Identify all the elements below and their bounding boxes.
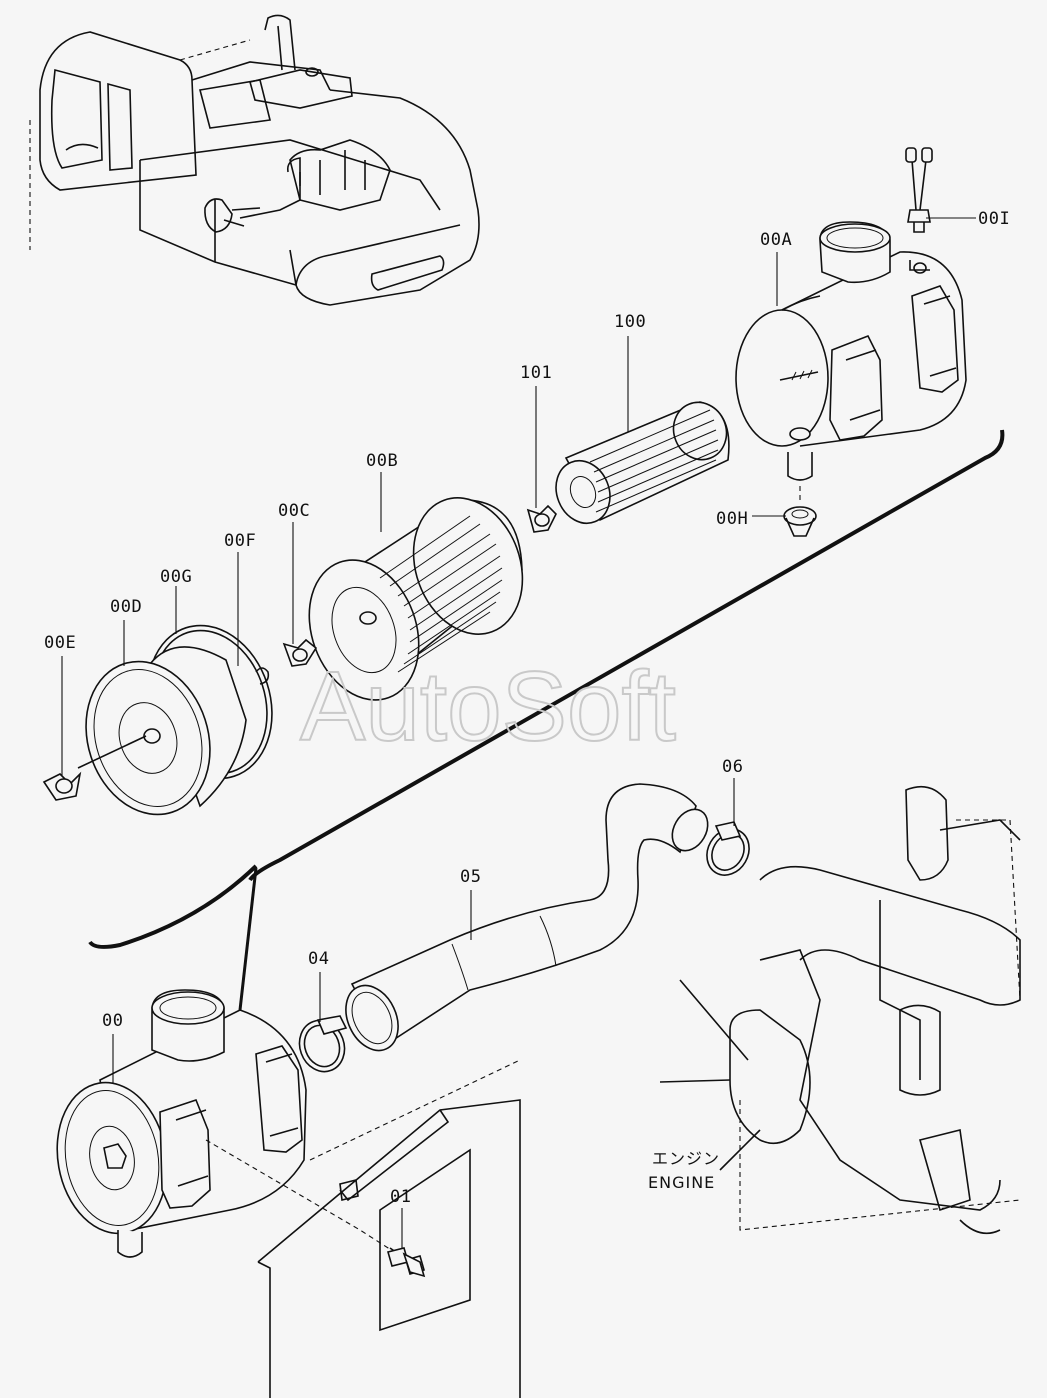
- label-05: 05: [460, 867, 481, 887]
- label-00I: 00I: [978, 209, 1010, 229]
- label-00D: 00D: [110, 597, 142, 617]
- hose-clamp-04: [298, 1015, 348, 1073]
- cover-00D: [77, 646, 247, 816]
- label-00C: 00C: [278, 501, 310, 521]
- bolt-01: [387, 1247, 426, 1278]
- callout-divider: [88, 429, 1005, 1011]
- engine-caption-en: ENGINE: [648, 1173, 715, 1192]
- main-element-00B: [308, 497, 524, 701]
- label-00: 00: [102, 1011, 123, 1031]
- label-04: 04: [308, 949, 329, 969]
- wing-nut-101: [526, 504, 557, 533]
- drain-valve-00H: [783, 486, 817, 537]
- label-00F: 00F: [224, 531, 256, 551]
- label-100: 100: [614, 312, 646, 332]
- label-01: 01: [390, 1187, 411, 1207]
- label-00G: 00G: [160, 567, 192, 587]
- part-labels: 00A 00I 00H 100 101 00B 00C 00F 00G 00D …: [44, 209, 1010, 1207]
- engine-illustration: [659, 785, 1021, 1235]
- label-06: 06: [722, 757, 743, 777]
- intake-hose-05: [345, 783, 709, 1052]
- retaining-clip-00F: [255, 667, 270, 685]
- pressure-switch-00I: [905, 147, 933, 233]
- wing-nut-00C: [282, 638, 318, 667]
- label-101: 101: [520, 363, 552, 383]
- label-00H: 00H: [716, 509, 748, 529]
- excavator-illustration: [29, 14, 480, 306]
- watermark-text: AutoSoft: [300, 651, 676, 761]
- safety-element-100: [555, 401, 730, 525]
- wing-nut-00E: [42, 771, 82, 801]
- air-cleaner-body-00A: [735, 221, 967, 481]
- label-00E: 00E: [44, 633, 76, 653]
- air-cleaner-assembly-00: [56, 989, 307, 1258]
- leader-lines: [61, 217, 976, 1254]
- label-00B: 00B: [366, 451, 398, 471]
- engine-caption: エンジン ENGINE: [648, 1149, 720, 1192]
- hose-clamp-06: [706, 821, 750, 876]
- label-00A: 00A: [760, 230, 792, 250]
- engine-caption-jp: エンジン: [652, 1149, 720, 1168]
